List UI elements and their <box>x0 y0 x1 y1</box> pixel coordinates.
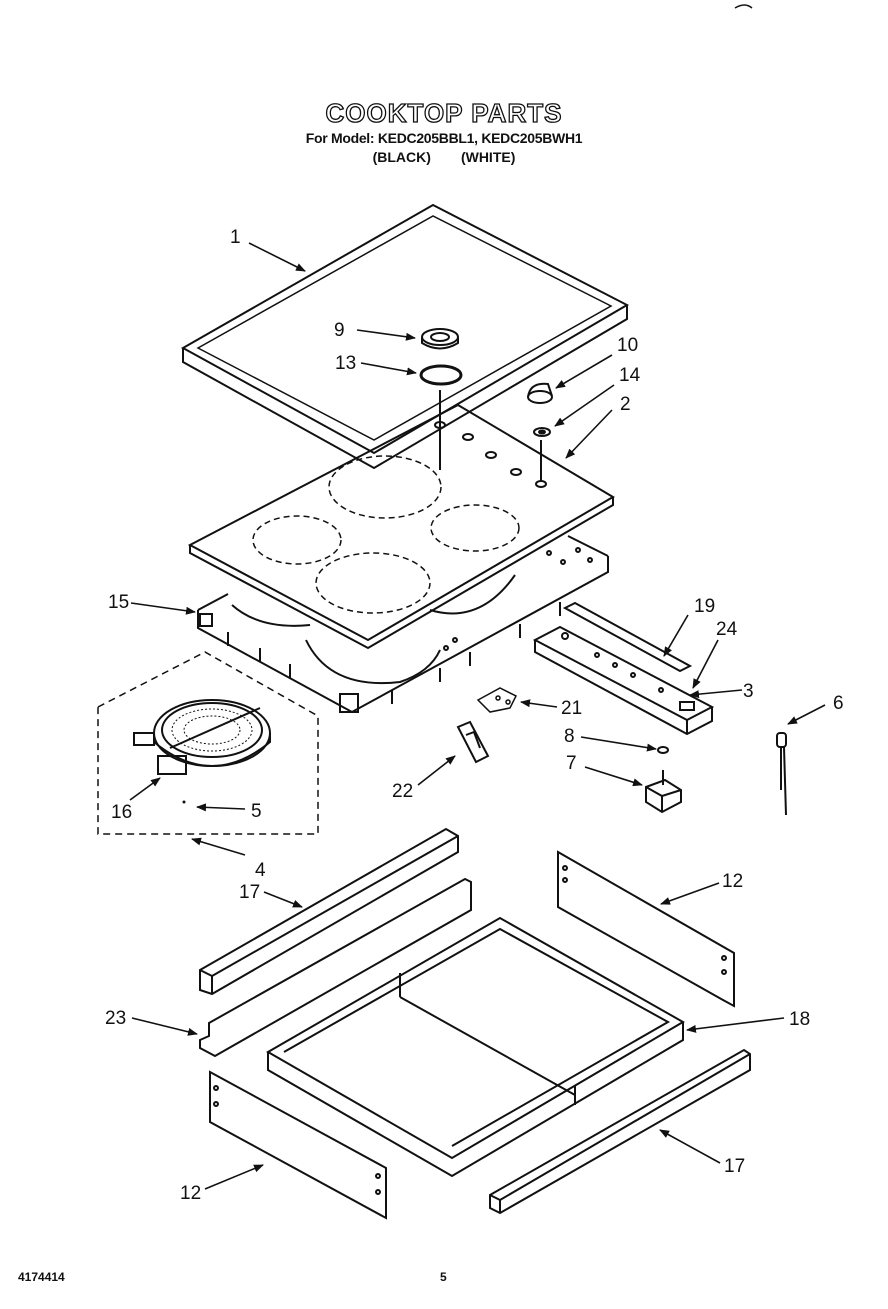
color-white-label: (WHITE) <box>460 149 516 165</box>
callout-22: 22 <box>392 781 413 802</box>
callout-17-lower: 17 <box>724 1156 745 1177</box>
callout-14: 14 <box>619 365 641 386</box>
callout-8: 8 <box>564 726 575 747</box>
part-18-tray <box>265 916 685 1178</box>
part-12-panel-left <box>209 1070 387 1220</box>
part-4-element-kit-box <box>97 651 319 835</box>
part-17-rail-lower <box>489 1048 751 1215</box>
callout-3: 3 <box>743 681 754 702</box>
callout-1: 1 <box>230 227 241 248</box>
part-12-panel-right <box>557 850 735 1008</box>
callout-5: 5 <box>251 801 262 822</box>
part-21-switch <box>476 687 518 713</box>
part-23-side-panel <box>199 877 472 1058</box>
model-colors: (BLACK) (WHITE) <box>0 149 888 165</box>
part-7-switch <box>645 770 682 814</box>
callout-12-left: 12 <box>180 1183 201 1204</box>
part-6-probe <box>776 732 787 816</box>
callout-18: 18 <box>789 1009 810 1030</box>
page-title: COOKTOP PARTS <box>325 97 563 128</box>
part-9-element-ring <box>421 328 459 350</box>
part-13-gasket <box>419 364 463 386</box>
part-16-radiant-element <box>133 699 271 775</box>
callout-21: 21 <box>561 698 582 719</box>
callout-13: 13 <box>335 353 356 374</box>
part-17-rail-upper <box>199 827 459 996</box>
part-15-burner-box <box>197 535 609 714</box>
page-number: 5 <box>440 1270 447 1284</box>
part-14-washer <box>533 427 551 437</box>
callout-23: 23 <box>105 1008 126 1029</box>
callout-17-upper: 17 <box>239 882 260 903</box>
part-trim-frame <box>180 203 630 470</box>
part-8-washer <box>657 746 669 754</box>
color-black-label: (BLACK) <box>372 149 431 165</box>
callout-2: 2 <box>620 394 631 415</box>
part-19-strip <box>562 601 693 673</box>
callout-4: 4 <box>255 860 266 881</box>
callout-6: 6 <box>833 693 844 714</box>
part-10-knob <box>527 382 553 404</box>
part-22-bracket <box>456 720 490 764</box>
document-number: 4174414 <box>18 1270 65 1284</box>
part-3-control-bracket <box>532 625 715 736</box>
model-line: For Model: KEDC205BBL1, KEDC205BWH1 <box>305 130 583 146</box>
callout-24: 24 <box>716 619 738 640</box>
callout-9: 9 <box>334 320 345 341</box>
callout-10: 10 <box>617 335 638 356</box>
callout-15: 15 <box>108 592 129 613</box>
callout-7: 7 <box>566 753 577 774</box>
callout-16: 16 <box>111 802 132 823</box>
callout-19: 19 <box>694 596 715 617</box>
part-2-glass-cooktop <box>187 403 615 650</box>
callout-12-right: 12 <box>722 871 743 892</box>
